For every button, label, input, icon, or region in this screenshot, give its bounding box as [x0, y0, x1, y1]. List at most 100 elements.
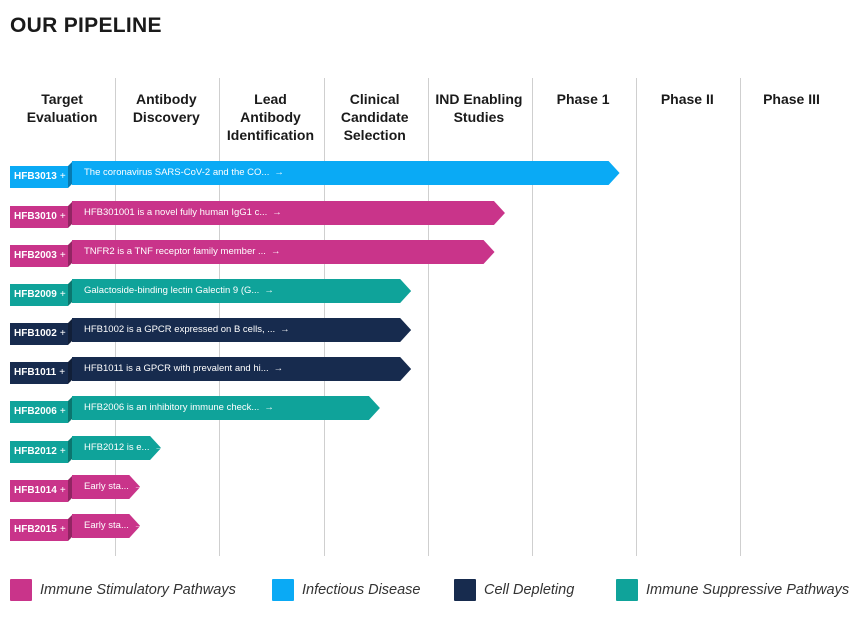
- progress-bar[interactable]: TNFR2 is a TNF receptor family member ..…: [72, 240, 495, 264]
- arrow-right-icon: →: [280, 324, 290, 335]
- ribbon-fold: [68, 436, 73, 463]
- program-description: HFB2006 is an inhibitory immune check...…: [84, 396, 274, 420]
- progress-bar[interactable]: HFB1002 is a GPCR expressed on B cells, …: [72, 318, 412, 342]
- progress-bar[interactable]: Galactoside-binding lectin Galectin 9 (G…: [72, 279, 412, 303]
- program-row: HFB3013+ The coronavirus SARS-CoV-2 and t…: [10, 161, 850, 188]
- expand-plus-icon: +: [59, 171, 66, 182]
- stage-header: Target Evaluation: [26, 91, 98, 125]
- program-id: HFB2006: [14, 406, 57, 417]
- program-id: HFB2009: [14, 289, 57, 300]
- ribbon-fold: [68, 201, 73, 228]
- expand-plus-icon: +: [59, 211, 66, 222]
- ribbon-fold: [68, 279, 73, 306]
- program-tag[interactable]: HFB2012+: [10, 441, 68, 463]
- program-row: HFB3010+ HFB301001 is a novel fully human…: [10, 201, 850, 228]
- arrow-right-icon: →: [264, 285, 274, 296]
- program-row: HFB1011+ HFB1011 is a GPCR with prevalent…: [10, 357, 850, 384]
- progress-arrow-shape: [72, 279, 412, 303]
- progress-bar[interactable]: The coronavirus SARS-CoV-2 and the CO...…: [72, 161, 620, 185]
- program-tag[interactable]: HFB1002+: [10, 323, 68, 345]
- program-row: HFB2006+ HFB2006 is an inhibitory immune …: [10, 396, 850, 423]
- arrow-right-icon: →: [270, 246, 281, 257]
- description-text: TNFR2 is a TNF receptor family member ..…: [84, 246, 266, 257]
- program-tag[interactable]: HFB1011+: [10, 362, 68, 384]
- program-description: Early sta...→: [84, 475, 143, 499]
- progress-arrow-shape: [72, 436, 162, 460]
- program-description: HFB301001 is a novel fully human IgG1 c.…: [84, 201, 282, 225]
- legend-swatch: [616, 579, 638, 601]
- description-text: The coronavirus SARS-CoV-2 and the CO...: [84, 167, 270, 178]
- legend: Immune Stimulatory Pathways Infectious Di…: [10, 578, 860, 604]
- program-id: HFB1014: [14, 485, 57, 496]
- legend-swatch: [10, 579, 32, 601]
- progress-arrow-shape: [72, 514, 141, 538]
- program-row: HFB1002+ HFB1002 is a GPCR expressed on B…: [10, 318, 850, 345]
- progress-bar[interactable]: HFB301001 is a novel fully human IgG1 c.…: [72, 201, 505, 225]
- progress-arrow-shape: [72, 357, 412, 381]
- progress-bar[interactable]: HFB1011 is a GPCR with prevalent and hi.…: [72, 357, 412, 381]
- program-row: HFB2009+ Galactoside-binding lectin Galec…: [10, 279, 850, 306]
- description-text: Early sta...: [84, 520, 129, 531]
- progress-arrow-shape: [72, 318, 412, 342]
- program-description: Galactoside-binding lectin Galectin 9 (G…: [84, 279, 274, 303]
- legend-label: Immune Stimulatory Pathways: [40, 582, 236, 598]
- legend-item: Cell Depleting: [454, 578, 574, 602]
- program-id: HFB2003: [14, 250, 57, 261]
- arrow-right-icon: →: [264, 402, 274, 413]
- stage-header: Antibody Discovery: [132, 91, 200, 125]
- stage-header: Phase 1: [556, 91, 610, 107]
- stage-header: Lead Antibody Identification: [226, 91, 315, 143]
- progress-bar[interactable]: Early sta...→: [72, 475, 143, 499]
- program-tag[interactable]: HFB3013+: [10, 166, 68, 188]
- expand-plus-icon: +: [59, 524, 66, 535]
- arrow-right-icon: →: [133, 520, 144, 531]
- program-description: HFB1002 is a GPCR expressed on B cells, …: [84, 318, 290, 342]
- expand-plus-icon: +: [59, 406, 66, 417]
- ribbon-fold: [68, 514, 73, 541]
- description-text: HFB1011 is a GPCR with prevalent and hi.…: [84, 363, 269, 374]
- program-id: HFB3010: [14, 211, 57, 222]
- legend-label: Cell Depleting: [484, 582, 575, 598]
- program-tag[interactable]: HFB2009+: [10, 284, 68, 306]
- program-tag[interactable]: HFB2015+: [10, 519, 68, 541]
- program-row: HFB1014+ Early sta...→: [10, 475, 850, 502]
- arrow-right-icon: →: [274, 167, 284, 178]
- stage-header: Phase III: [763, 91, 820, 107]
- program-id: HFB1002: [14, 328, 57, 339]
- program-description: TNFR2 is a TNF receptor family member ..…: [84, 240, 280, 264]
- ribbon-fold: [68, 357, 73, 384]
- program-tag[interactable]: HFB1014+: [10, 480, 68, 502]
- progress-bar[interactable]: Early sta... →: [72, 514, 143, 538]
- program-description: HFB2012 is e...→: [84, 436, 164, 460]
- progress-arrow-shape: [72, 201, 505, 225]
- arrow-right-icon: →: [272, 207, 282, 218]
- ribbon-fold: [68, 396, 73, 423]
- legend-item: Immune Suppressive Pathways: [616, 578, 849, 602]
- ribbon-fold: [68, 161, 73, 188]
- progress-arrow-shape: [72, 161, 620, 185]
- progress-arrow-shape: [72, 240, 495, 264]
- program-tag[interactable]: HFB2006+: [10, 401, 68, 423]
- arrow-right-icon: →: [273, 363, 284, 374]
- program-tag[interactable]: HFB2003+: [10, 245, 68, 267]
- pipeline-rows: HFB3013+ The coronavirus SARS-CoV-2 and t…: [10, 0, 850, 560]
- expand-plus-icon: +: [59, 289, 66, 300]
- description-text: Galactoside-binding lectin Galectin 9 (G…: [84, 285, 260, 296]
- program-row: HFB2015+ Early sta... →: [10, 514, 850, 541]
- program-row: HFB2003+ TNFR2 is a TNF receptor family m…: [10, 240, 850, 267]
- expand-plus-icon: +: [59, 250, 66, 261]
- legend-label: Infectious Disease: [302, 582, 421, 598]
- legend-item: Infectious Disease: [272, 578, 420, 602]
- stage-headers: Target Evaluation Antibody Discovery Lead …: [10, 90, 843, 150]
- program-tag[interactable]: HFB3010+: [10, 206, 68, 228]
- program-id: HFB2015: [14, 524, 57, 535]
- program-row: HFB2012+ HFB2012 is e...→: [10, 436, 850, 463]
- progress-arrow-shape: [72, 396, 380, 420]
- description-text: Early sta...: [84, 481, 129, 492]
- program-description: HFB1011 is a GPCR with prevalent and hi.…: [84, 357, 283, 381]
- progress-bar[interactable]: HFB2006 is an inhibitory immune check...…: [72, 396, 380, 420]
- progress-bar[interactable]: HFB2012 is e...→: [72, 436, 164, 460]
- description-text: HFB2006 is an inhibitory immune check...: [84, 402, 260, 413]
- expand-plus-icon: +: [59, 446, 66, 457]
- program-description: The coronavirus SARS-CoV-2 and the CO...…: [84, 161, 284, 185]
